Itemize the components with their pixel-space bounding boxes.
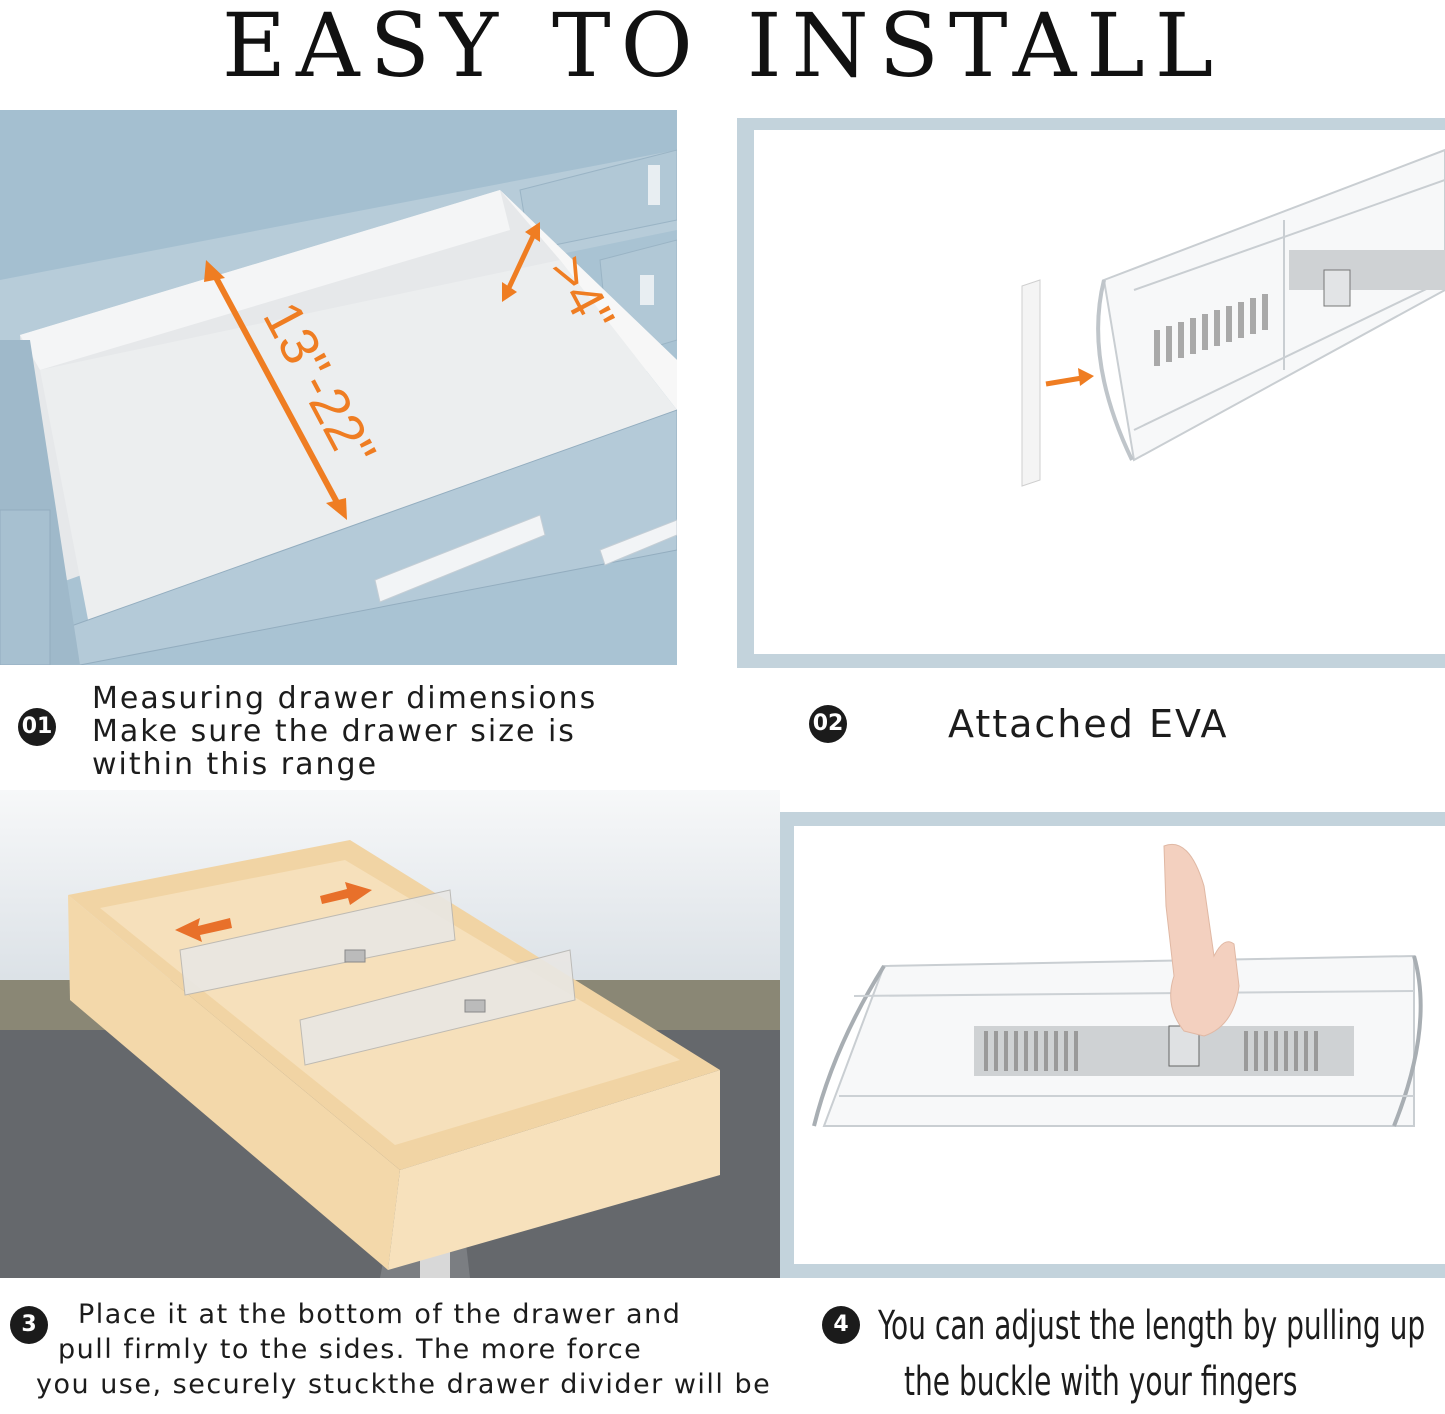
step-1-caption: Measuring drawer dimensions Make sure th… (92, 682, 597, 781)
step-4-badge: 4 (822, 1306, 860, 1344)
attach-eva-image (737, 118, 1445, 668)
step-3-line-2: pull firmly to the sides. The more force (58, 1334, 643, 1365)
step-2-badge: 02 (809, 705, 847, 743)
step-1-line-2: Make sure the drawer size is (92, 714, 576, 749)
step-4-line-1: You can adjust the length by pulling up (878, 1303, 1426, 1349)
title-word-install: INSTALL (746, 0, 1224, 97)
page-title: EASY TO INSTALL (0, 0, 1445, 97)
step-3-badge: 3 (10, 1306, 48, 1344)
step-3-line-1: Place it at the bottom of the drawer and (78, 1299, 682, 1330)
step-1-line-1: Measuring drawer dimensions (92, 681, 598, 716)
step-1-badge: 01 (18, 708, 56, 746)
step-3-line-3: you use, securely stuckthe drawer divide… (36, 1369, 772, 1400)
step-1-line-3: within this range (92, 747, 379, 782)
title-word-easy: EASY (221, 0, 508, 97)
adjust-length-image (780, 812, 1445, 1278)
step-4-line-2: the buckle with your fingers (904, 1359, 1298, 1405)
drawer-measurement-image: 13"-22" >4" (0, 110, 677, 665)
title-word-to: TO (551, 0, 703, 97)
drawer-dividers-image (0, 790, 780, 1278)
step-2-caption: Attached EVA (948, 702, 1229, 746)
